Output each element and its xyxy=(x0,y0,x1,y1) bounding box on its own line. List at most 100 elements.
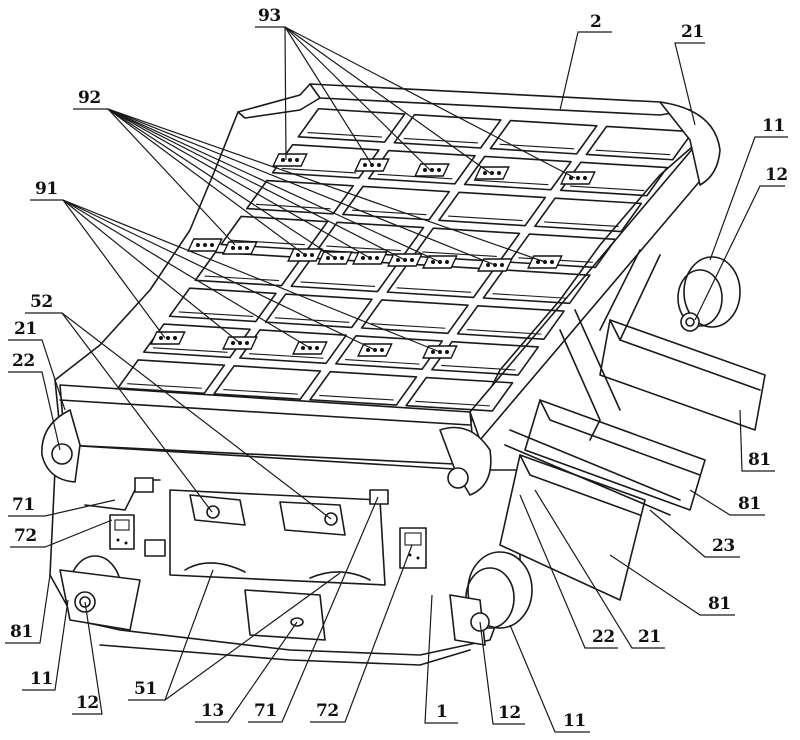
cell-inner-edge xyxy=(281,167,357,174)
wheels xyxy=(41,101,741,646)
sensor-contact xyxy=(396,258,400,262)
label-71-right: 71 xyxy=(254,701,277,721)
sensor-contact xyxy=(483,171,487,175)
sensor-contact xyxy=(500,263,504,267)
sensor-contact xyxy=(166,336,170,340)
sensor-contact xyxy=(445,260,449,264)
frame-cell xyxy=(508,233,617,269)
sensor-contact xyxy=(245,246,249,250)
label-1: 1 xyxy=(436,702,448,722)
sensor-contact xyxy=(288,158,292,162)
cell-inner-edge xyxy=(403,137,479,144)
cell-inner-edge xyxy=(569,185,645,192)
sensor-contact xyxy=(173,336,177,340)
sensor-contact xyxy=(377,163,381,167)
sensor-contact xyxy=(490,171,494,175)
sensor-contact xyxy=(296,253,300,257)
label-11-front-left: 11 xyxy=(30,669,53,689)
sensor-contact xyxy=(366,348,370,352)
sensor-contact xyxy=(431,350,435,354)
label-22-front-right: 22 xyxy=(592,627,615,647)
frame-cell xyxy=(456,304,565,340)
label-13: 13 xyxy=(201,701,224,721)
label-23: 23 xyxy=(712,536,735,556)
cell-inner-edge xyxy=(595,149,671,156)
frame-cell xyxy=(117,359,226,395)
cell-inner-edge xyxy=(544,221,619,228)
frame-cell xyxy=(482,269,591,305)
cell-inner-edge xyxy=(352,209,427,216)
sensor-contact xyxy=(231,341,235,345)
label-52: 52 xyxy=(30,292,53,312)
cell-inner-edge xyxy=(249,353,324,359)
label-12-front-right: 12 xyxy=(498,703,521,723)
cell-inner-edge xyxy=(396,287,472,293)
cell-inner-edge xyxy=(307,131,383,138)
sensor-contact xyxy=(159,336,163,340)
sensor-contact xyxy=(203,243,207,247)
label-12-front-left: 12 xyxy=(76,693,99,713)
cell-inner-edge xyxy=(492,293,568,299)
sensor-contact xyxy=(301,346,305,350)
label-72-right: 72 xyxy=(316,701,339,721)
cell-inner-edge xyxy=(370,323,446,329)
sensor-contact xyxy=(431,260,435,264)
cell-inner-edge xyxy=(127,383,202,389)
sensor-contact xyxy=(437,168,441,172)
sensor-contact xyxy=(361,256,365,260)
frame-cell xyxy=(246,179,355,215)
label-21-rear-right: 21 xyxy=(681,22,704,42)
sensor-contact xyxy=(576,176,580,180)
sensor-contact xyxy=(340,256,344,260)
upper-frame xyxy=(54,83,706,466)
sensor-contact xyxy=(583,176,587,180)
frame-cell xyxy=(360,299,469,335)
sensor-contact xyxy=(550,260,554,264)
label-51: 51 xyxy=(134,679,157,699)
cell-inner-edge xyxy=(256,203,331,210)
label-11-front-right: 11 xyxy=(563,711,586,731)
sensor-contact xyxy=(423,168,427,172)
cell-inner-edge xyxy=(319,394,394,401)
cell-inner-edge xyxy=(345,359,420,365)
label-81-upper-right: 81 xyxy=(748,450,771,470)
cell-inner-edge xyxy=(178,311,254,318)
sensor-contact xyxy=(310,253,314,257)
sensor-contact xyxy=(536,260,540,264)
cell-inner-edge xyxy=(223,389,298,395)
cell-inner-edge xyxy=(300,281,376,288)
label-11-rear-right: 11 xyxy=(762,116,785,136)
frame-cell xyxy=(463,155,572,191)
label-22-front-left: 22 xyxy=(12,351,35,371)
sensor-contact xyxy=(430,168,434,172)
frame-cell xyxy=(220,215,329,251)
cell-inner-edge xyxy=(152,347,228,353)
sensor-contact xyxy=(363,163,367,167)
frame-cell xyxy=(309,370,418,406)
sensor-contact xyxy=(315,346,319,350)
label-81-lower-right: 81 xyxy=(708,594,731,614)
sensor-contact xyxy=(445,350,449,354)
base-frame xyxy=(49,444,521,666)
frame-cell xyxy=(405,376,514,412)
label-92: 92 xyxy=(78,88,101,108)
label-72-left: 72 xyxy=(14,526,37,546)
label-21-front-left: 21 xyxy=(14,319,37,339)
cell-inner-edge xyxy=(441,364,516,371)
label-2: 2 xyxy=(590,12,602,32)
frame-cell xyxy=(335,334,444,370)
sensor-contact xyxy=(375,256,379,260)
cell-inner-edge xyxy=(422,251,497,258)
cell-inner-edge xyxy=(230,239,305,246)
leader-lines xyxy=(5,26,788,733)
cell-inner-edge xyxy=(473,179,549,186)
label-93: 93 xyxy=(258,6,281,26)
frame-cell xyxy=(534,197,643,233)
frame-cell xyxy=(438,191,547,227)
sensor-contact xyxy=(245,341,249,345)
label-12-rear-right: 12 xyxy=(765,165,788,185)
rail-brackets xyxy=(499,249,766,601)
switches xyxy=(109,477,427,569)
sensor-contact xyxy=(486,263,490,267)
sensor-contact xyxy=(231,246,235,250)
